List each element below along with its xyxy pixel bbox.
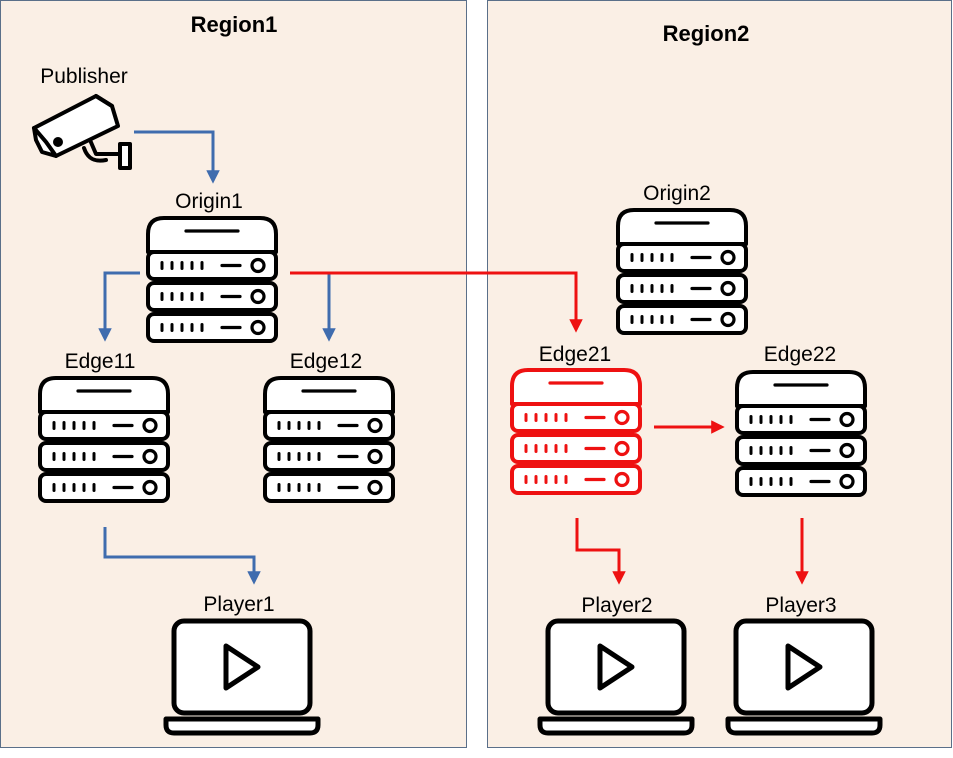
server-rack-unit [735,435,867,466]
server-rack-unit [146,312,278,343]
server-icon [735,370,867,497]
server-rack-unit [616,273,748,304]
server-power-light [614,409,630,426]
server-rack-unit [38,410,170,441]
server-power-light [250,257,266,274]
server-power-light [250,319,266,336]
server-power-light [720,249,736,266]
player1-label: Player1 [203,593,274,616]
server-rack-unit [510,433,642,464]
server-power-light [142,479,158,496]
origin1-node: Origin1 [146,190,278,343]
server-rack-unit [510,402,642,433]
server-top-panel [510,368,642,406]
laptop-base [725,716,883,736]
server-rack-unit [263,472,395,503]
laptop-base [537,716,695,736]
server-rack-unit [735,466,867,497]
play-icon [597,643,635,691]
server-power-light [720,280,736,297]
flow-edge21-to-player2 [575,518,626,585]
origin1-label: Origin1 [175,190,243,213]
server-rack-unit [735,404,867,435]
flow-arrows [98,130,809,585]
server-rack-unit [263,441,395,472]
laptop-play-icon [537,618,695,736]
server-power-light [142,448,158,465]
flow-origin1-to-edge11 [98,271,140,342]
server-icon [510,368,642,495]
server-power-light [367,479,383,496]
server-rack-unit [146,281,278,312]
server-top-panel [735,370,867,408]
server-power-light [839,473,855,490]
server-icon [146,216,278,343]
edge11-node: Edge11 [38,350,170,503]
server-icon [616,208,748,335]
player2-node: Player2 [537,594,695,736]
server-power-light [839,411,855,428]
server-top-panel [146,216,278,254]
server-top-panel [616,208,748,246]
publisher-node: Publisher [32,65,132,170]
server-power-light [250,288,266,305]
region-2-title: Region2 [663,21,750,46]
player3-label: Player3 [765,594,836,617]
edge21-label: Edge21 [539,343,611,366]
server-power-light [367,417,383,434]
edge12-node: Edge12 [263,350,395,503]
server-rack-unit [38,441,170,472]
server-rack-unit [146,250,278,281]
server-rack-unit [616,304,748,335]
edge21-node: Edge21 [510,343,642,495]
server-rack-unit [263,410,395,441]
server-power-light [614,440,630,457]
origin2-node: Origin2 [616,182,748,335]
publisher-label: Publisher [40,65,128,88]
server-icon [38,376,170,503]
play-icon [223,643,261,691]
security-camera-icon [32,94,132,170]
server-top-panel [38,376,170,414]
edge22-label: Edge22 [764,343,836,366]
laptop-play-icon [163,618,321,736]
server-power-light [367,448,383,465]
player2-label: Player2 [581,594,652,617]
edge22-node: Edge22 [735,343,867,497]
origin2-label: Origin2 [643,182,711,205]
region-1-title: Region1 [191,12,278,37]
flow-edge11-to-player1 [103,527,261,585]
player3-node: Player3 [725,594,883,736]
server-rack-unit [616,242,748,273]
server-rack-unit [38,472,170,503]
player1-node: Player1 [163,593,321,736]
server-power-light [839,442,855,459]
flow-origin1-to-edge21 [290,271,583,333]
server-power-light [142,417,158,434]
server-icon [263,376,395,503]
server-power-light [720,311,736,328]
play-icon [785,643,823,691]
server-rack-unit [510,464,642,495]
server-top-panel [263,376,395,414]
laptop-play-icon [725,618,883,736]
edge11-label: Edge11 [65,350,136,373]
edge12-label: Edge12 [290,350,362,373]
flow-publisher-to-origin1 [134,130,220,184]
laptop-base [163,716,321,736]
server-power-light [614,471,630,488]
